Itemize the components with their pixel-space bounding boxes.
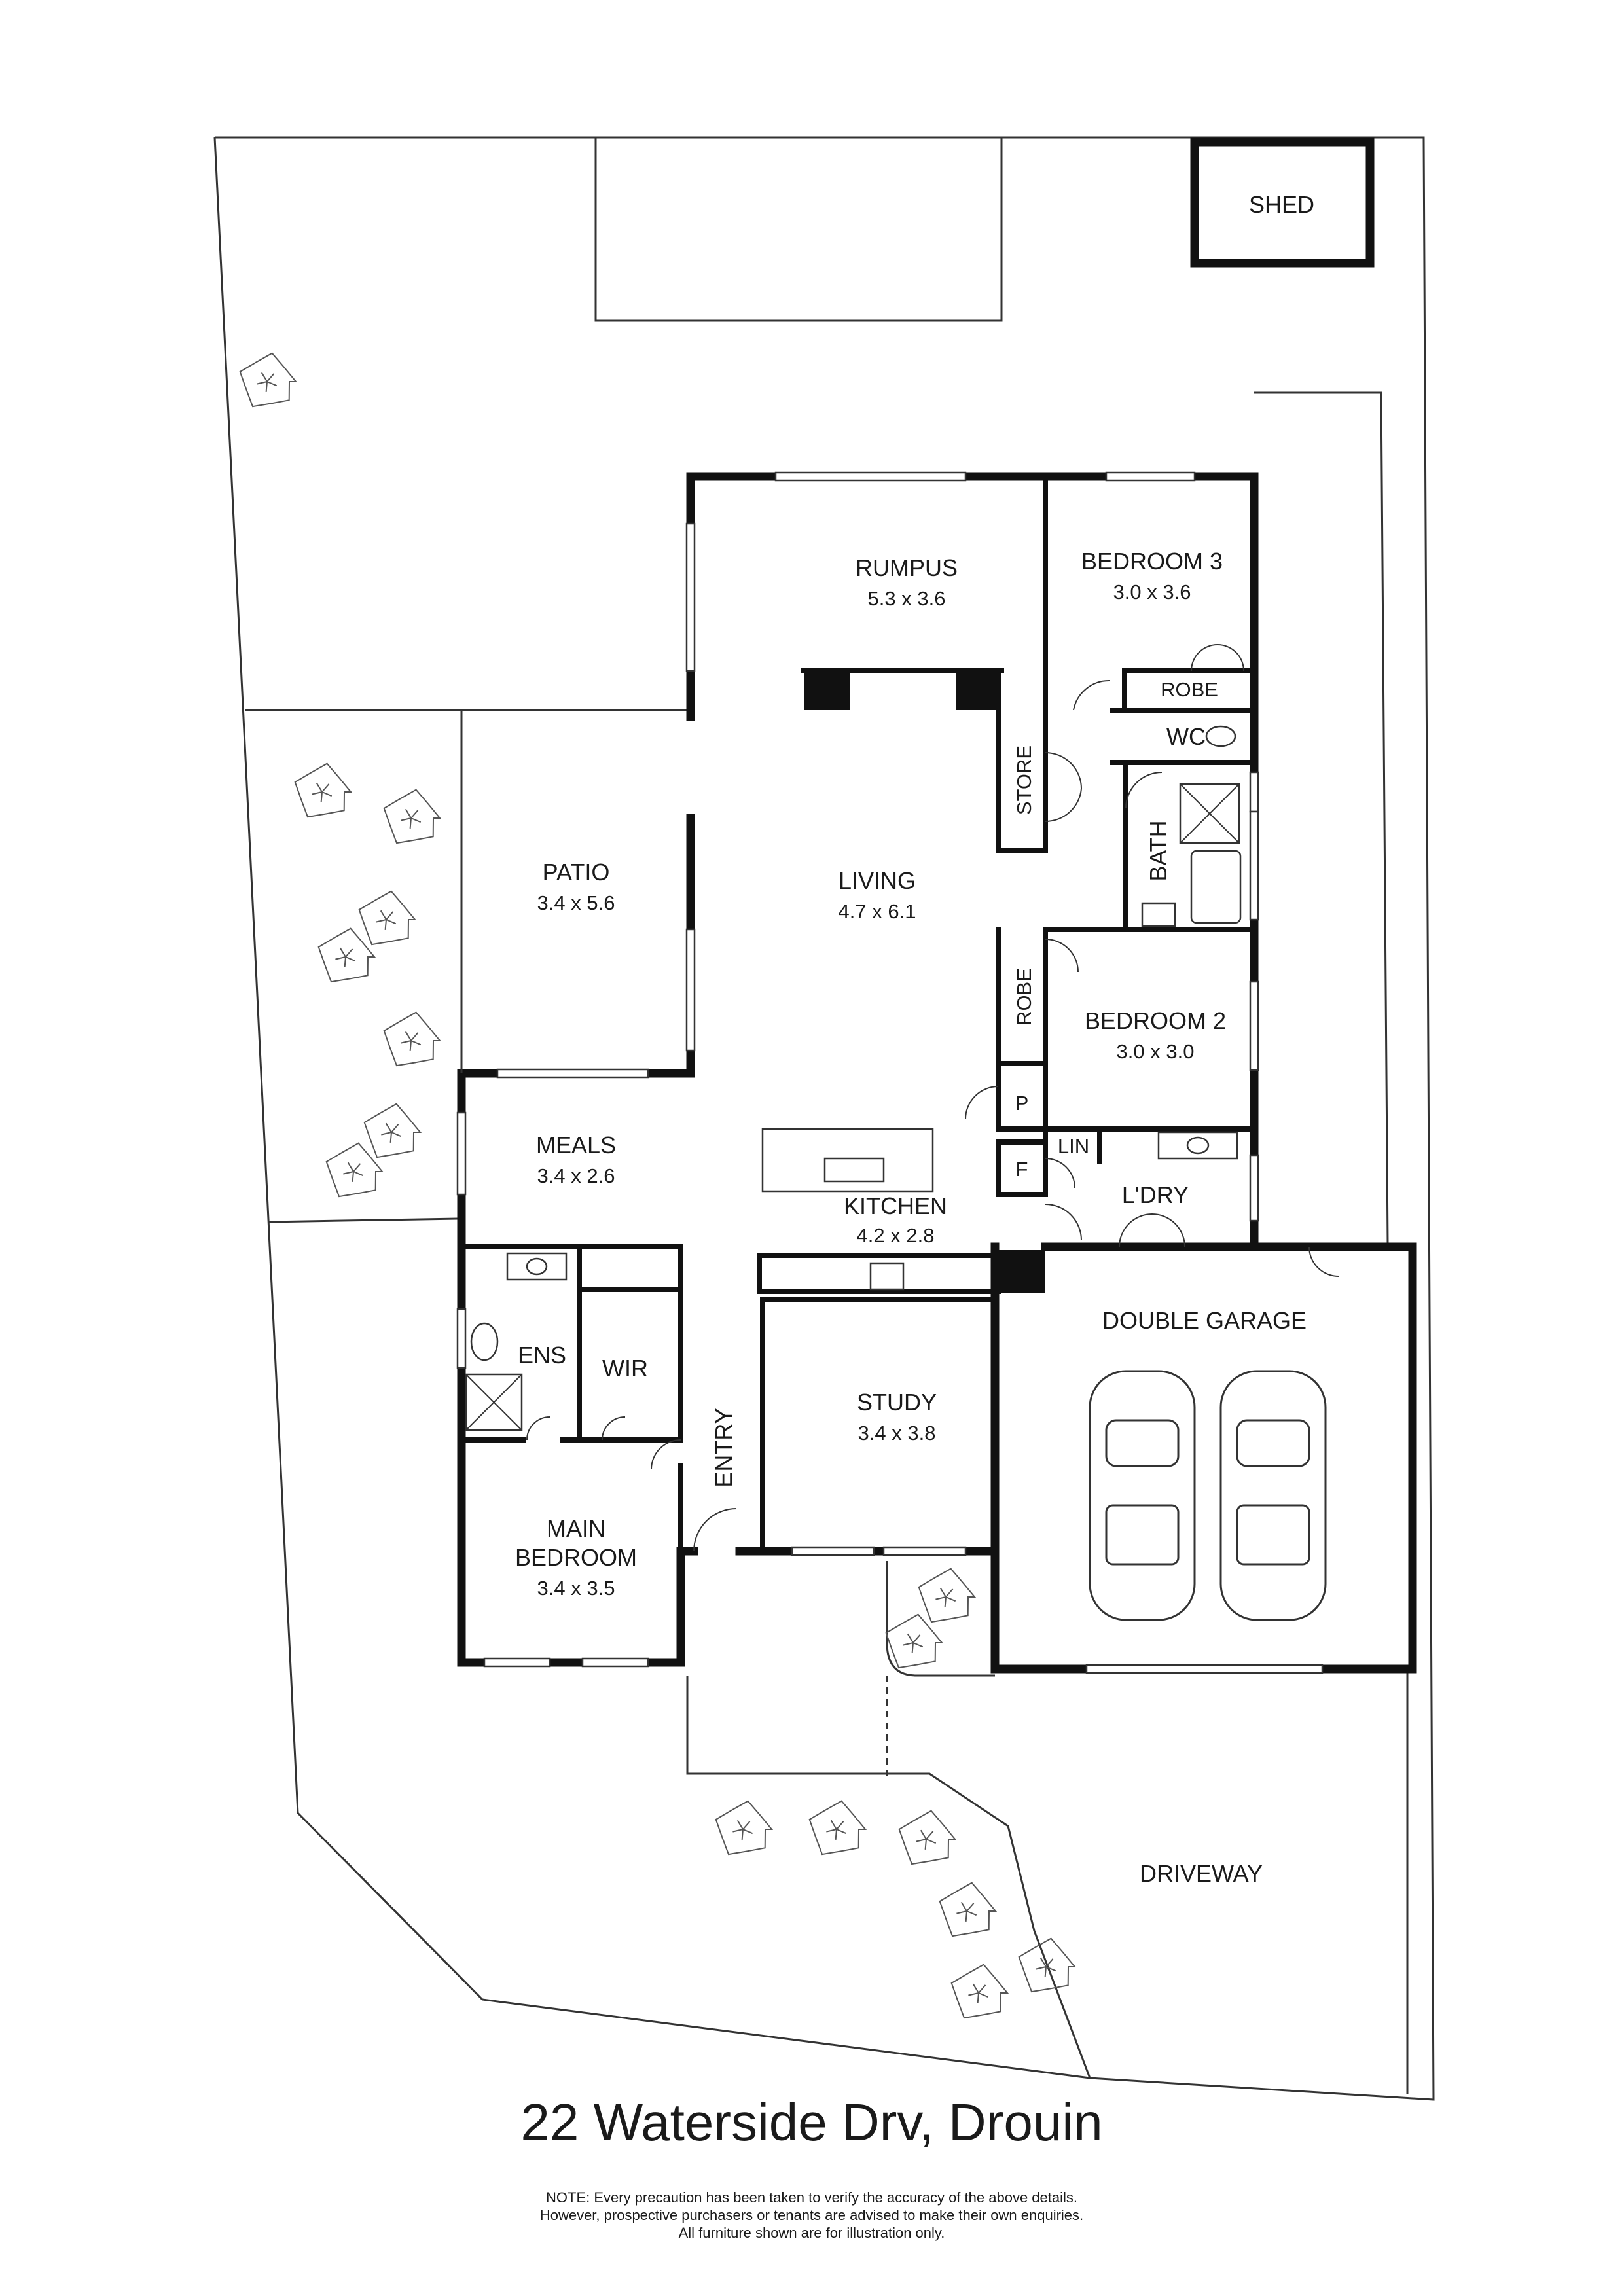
tree-icon bbox=[950, 1964, 1009, 2019]
label-wc: WC bbox=[1166, 723, 1206, 750]
cooktop bbox=[869, 1262, 905, 1291]
side-path bbox=[1254, 391, 1389, 1244]
label-laundry: L'DRY bbox=[1122, 1181, 1189, 1208]
note-line-2: However, prospective purchasers or tenan… bbox=[540, 2207, 1083, 2223]
address-title: 22 Waterside Drv, Drouin bbox=[520, 2093, 1102, 2151]
tree-icon bbox=[294, 762, 353, 818]
tree-icon bbox=[715, 1800, 774, 1856]
ensuite-toilet bbox=[470, 1322, 499, 1361]
label-entry: ENTRY bbox=[710, 1408, 737, 1487]
label-shed: SHED bbox=[1249, 191, 1314, 218]
label-rumpus: RUMPUS bbox=[856, 554, 958, 581]
label-store: STORE bbox=[1013, 745, 1036, 815]
site-boundary bbox=[213, 136, 1435, 2101]
kitchen-sink bbox=[823, 1157, 885, 1183]
tree-icon bbox=[939, 1882, 998, 1937]
tree-icon bbox=[358, 890, 417, 946]
note-line-1: NOTE: Every precaution has been taken to… bbox=[546, 2189, 1077, 2206]
shed-outline bbox=[1190, 137, 1375, 268]
label-wir: WIR bbox=[602, 1355, 648, 1382]
dims-meals: 3.4 x 2.6 bbox=[537, 1164, 615, 1187]
cars bbox=[1089, 1370, 1327, 1621]
label-robe-bed3: ROBE bbox=[1161, 678, 1218, 701]
windows bbox=[456, 471, 1324, 1674]
dims-bedroom2: 3.0 x 3.0 bbox=[1117, 1040, 1195, 1063]
label-bath: BATH bbox=[1145, 820, 1172, 881]
car-left-icon bbox=[1089, 1370, 1196, 1621]
driveway-edge bbox=[686, 1676, 1091, 2079]
kitchen-column bbox=[998, 1250, 1045, 1293]
tree-icon bbox=[383, 789, 442, 844]
label-garage: DOUBLE GARAGE bbox=[1102, 1307, 1307, 1334]
wc-toilet bbox=[1205, 725, 1236, 747]
label-bedroom2: BEDROOM 2 bbox=[1085, 1007, 1226, 1034]
tree-icon bbox=[317, 927, 376, 983]
tree-icon bbox=[363, 1103, 422, 1158]
tree-icon bbox=[239, 352, 298, 408]
label-ens: ENS bbox=[518, 1342, 566, 1369]
label-kitchen: KITCHEN bbox=[844, 1193, 947, 1219]
label-lin: LIN bbox=[1058, 1135, 1089, 1158]
fireplace-right bbox=[956, 668, 1001, 710]
dims-living: 4.7 x 6.1 bbox=[839, 900, 916, 923]
label-main-bedroom-2: BEDROOM bbox=[515, 1544, 637, 1571]
tree-icon bbox=[808, 1800, 867, 1856]
bathtub bbox=[1190, 850, 1242, 924]
label-patio: PATIO bbox=[543, 859, 610, 886]
label-main-bedroom-1: MAIN bbox=[547, 1515, 605, 1542]
dims-bedroom3: 3.0 x 3.6 bbox=[1113, 581, 1191, 603]
note-line-3: All furniture shown are for illustration… bbox=[679, 2225, 945, 2241]
tree-icon bbox=[383, 1011, 442, 1067]
trees bbox=[239, 352, 1077, 2019]
neighbour-structure bbox=[594, 136, 1003, 322]
label-meals: MEALS bbox=[536, 1132, 616, 1158]
dims-kitchen: 4.2 x 2.8 bbox=[857, 1224, 935, 1247]
tree-icon bbox=[898, 1810, 957, 1865]
label-bedroom3: BEDROOM 3 bbox=[1081, 548, 1223, 575]
fireplace-left bbox=[804, 668, 850, 710]
label-study: STUDY bbox=[857, 1389, 937, 1416]
label-robe-bed2: ROBE bbox=[1013, 968, 1036, 1026]
dims-study: 3.4 x 3.8 bbox=[858, 1422, 936, 1444]
doors bbox=[526, 644, 1339, 1552]
dims-main-bedroom: 3.4 x 3.5 bbox=[537, 1577, 615, 1600]
tree-icon bbox=[918, 1568, 977, 1623]
tree-icon bbox=[325, 1142, 384, 1198]
tree-icon bbox=[885, 1613, 944, 1669]
label-fridge: F bbox=[1016, 1158, 1028, 1181]
tree-icon bbox=[1018, 1937, 1077, 1993]
dims-rumpus: 5.3 x 3.6 bbox=[868, 587, 946, 610]
room-labels: SHED RUMPUS 5.3 x 3.6 BEDROOM 3 3.0 x 3.… bbox=[515, 191, 1314, 1887]
dims-patio: 3.4 x 5.6 bbox=[537, 891, 615, 914]
fixtures bbox=[465, 725, 1242, 1431]
bath-basin bbox=[1141, 902, 1176, 927]
garden-bed bbox=[886, 1561, 995, 1677]
label-driveway: DRIVEWAY bbox=[1140, 1860, 1263, 1887]
label-living: LIVING bbox=[839, 867, 916, 894]
label-pantry: P bbox=[1015, 1092, 1029, 1115]
car-right-icon bbox=[1219, 1370, 1327, 1621]
